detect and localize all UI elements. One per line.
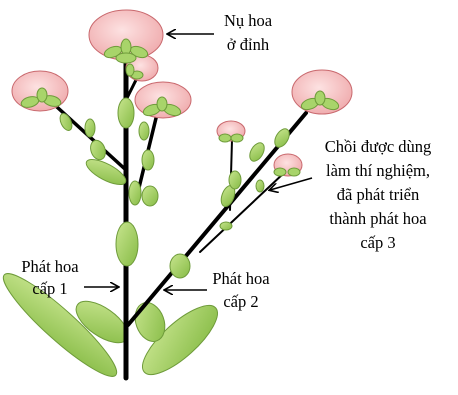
stem-leaf [85,119,95,137]
sepal [37,88,47,102]
stem-leaf [272,126,292,149]
stem-leaves [58,98,293,278]
sepal [274,168,286,176]
label-shoot-line2: làm thí nghiệm, [326,161,430,180]
stem-leaf [83,155,129,190]
stem-leaf [142,150,154,170]
label-primary-line2: cấp 1 [32,279,67,298]
stem-leaf [129,181,141,205]
stem-leaf [88,138,108,162]
sepal [288,168,300,176]
tertiary-stem [200,172,285,252]
label-shoot-line5: cấp 3 [360,233,395,252]
stem-leaf [170,254,190,278]
flowers [12,10,352,176]
sepal [157,97,167,111]
label-secondary-line2: cấp 2 [223,292,258,311]
sepal [219,134,231,142]
label-secondary-line1: Phát hoa [212,269,270,288]
sepal [231,134,243,142]
stem-leaf [256,180,264,192]
stem-leaf [116,222,138,266]
label-bud-line1: Nụ hoa [224,11,273,30]
sepal [126,64,134,76]
label-shoot-line3: đã phát triển [337,185,419,204]
label-shoot-line1: Chồi được dùng [325,137,432,156]
stem-leaf [142,186,158,206]
label-primary-line1: Phát hoa [21,257,79,276]
sepal [315,91,325,105]
stem-leaf [229,171,241,189]
stem-leaf [220,222,232,230]
label-shoot-line4: thành phát hoa [329,209,427,228]
labels: Nụ hoa ở đỉnh Chồi được dùng làm thí ngh… [21,11,431,311]
sepal [116,53,136,63]
stem-leaf [139,122,149,140]
stem-leaf [118,98,134,128]
label-bud-line2: ở đỉnh [227,35,270,54]
stem-leaf [58,112,75,133]
